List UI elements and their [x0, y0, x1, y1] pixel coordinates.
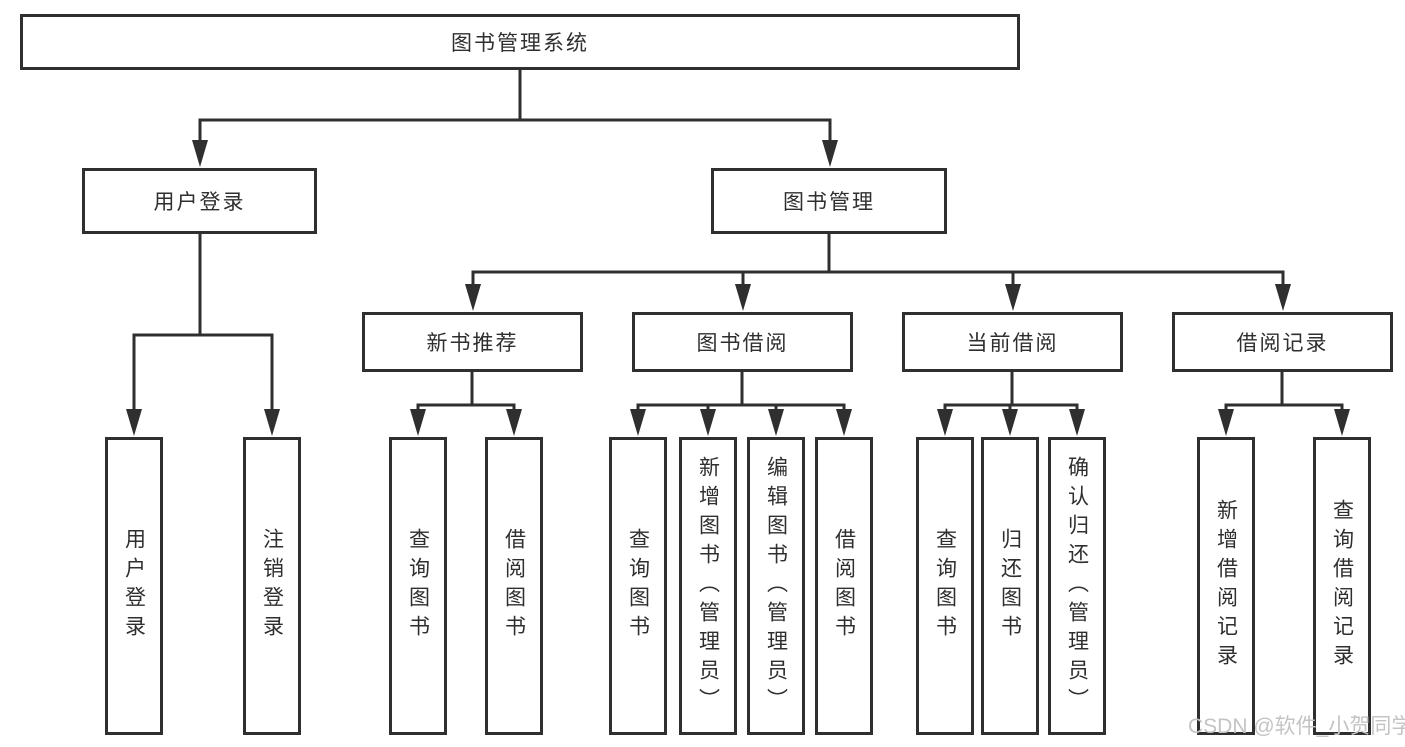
leaf-query-books-recommend: 查询图书 — [389, 437, 447, 735]
leaf-label: 新增图书（管理员） — [696, 455, 720, 717]
leaf-label: 查询图书 — [626, 528, 650, 644]
leaf-label: 确认归还（管理员） — [1065, 455, 1089, 717]
node-book-management: 图书管理 — [711, 168, 947, 234]
node-book-borrow: 图书借阅 — [632, 312, 853, 372]
leaf-label: 用户登录 — [122, 528, 146, 644]
leaf-logout: 注销登录 — [243, 437, 301, 735]
leaf-add-borrow-record: 新增借阅记录 — [1197, 437, 1255, 735]
node-label: 借阅记录 — [1236, 332, 1329, 355]
node-user-login: 用户登录 — [82, 168, 317, 234]
csdn-watermark: CSDN @软件_小贺同学 — [1188, 715, 1405, 738]
leaf-confirm-return-admin: 确认归还（管理员） — [1048, 437, 1106, 735]
leaf-label: 查询图书 — [406, 528, 430, 644]
leaf-label: 借阅图书 — [832, 528, 856, 644]
leaf-label: 查询借阅记录 — [1330, 499, 1354, 673]
leaf-label: 归还图书 — [998, 528, 1022, 644]
node-book-management-system: 图书管理系统 — [20, 14, 1020, 70]
leaf-label: 注销登录 — [260, 528, 284, 644]
leaf-label: 借阅图书 — [502, 528, 526, 644]
leaf-query-books-current: 查询图书 — [916, 437, 974, 735]
node-label: 图书管理 — [783, 191, 875, 214]
leaf-return-books: 归还图书 — [981, 437, 1039, 735]
leaf-label: 编辑图书（管理员） — [764, 455, 788, 717]
leaf-label: 新增借阅记录 — [1214, 499, 1238, 673]
node-borrow-records: 借阅记录 — [1172, 312, 1393, 372]
node-label: 图书管理系统 — [451, 32, 589, 55]
leaf-edit-books-admin: 编辑图书（管理员） — [747, 437, 805, 735]
node-label: 新书推荐 — [426, 332, 519, 355]
leaf-query-borrow-record: 查询借阅记录 — [1313, 437, 1371, 735]
leaf-query-books-borrow: 查询图书 — [609, 437, 667, 735]
leaf-label: 查询图书 — [933, 528, 957, 644]
leaf-add-books-admin: 新增图书（管理员） — [679, 437, 737, 735]
node-new-book-recommend: 新书推荐 — [362, 312, 583, 372]
leaf-borrow-books: 借阅图书 — [815, 437, 873, 735]
leaf-user-login: 用户登录 — [105, 437, 163, 735]
node-label: 图书借阅 — [696, 332, 789, 355]
leaf-borrow-books-recommend: 借阅图书 — [485, 437, 543, 735]
node-label: 当前借阅 — [966, 332, 1059, 355]
node-current-borrow: 当前借阅 — [902, 312, 1123, 372]
node-label: 用户登录 — [153, 191, 246, 214]
